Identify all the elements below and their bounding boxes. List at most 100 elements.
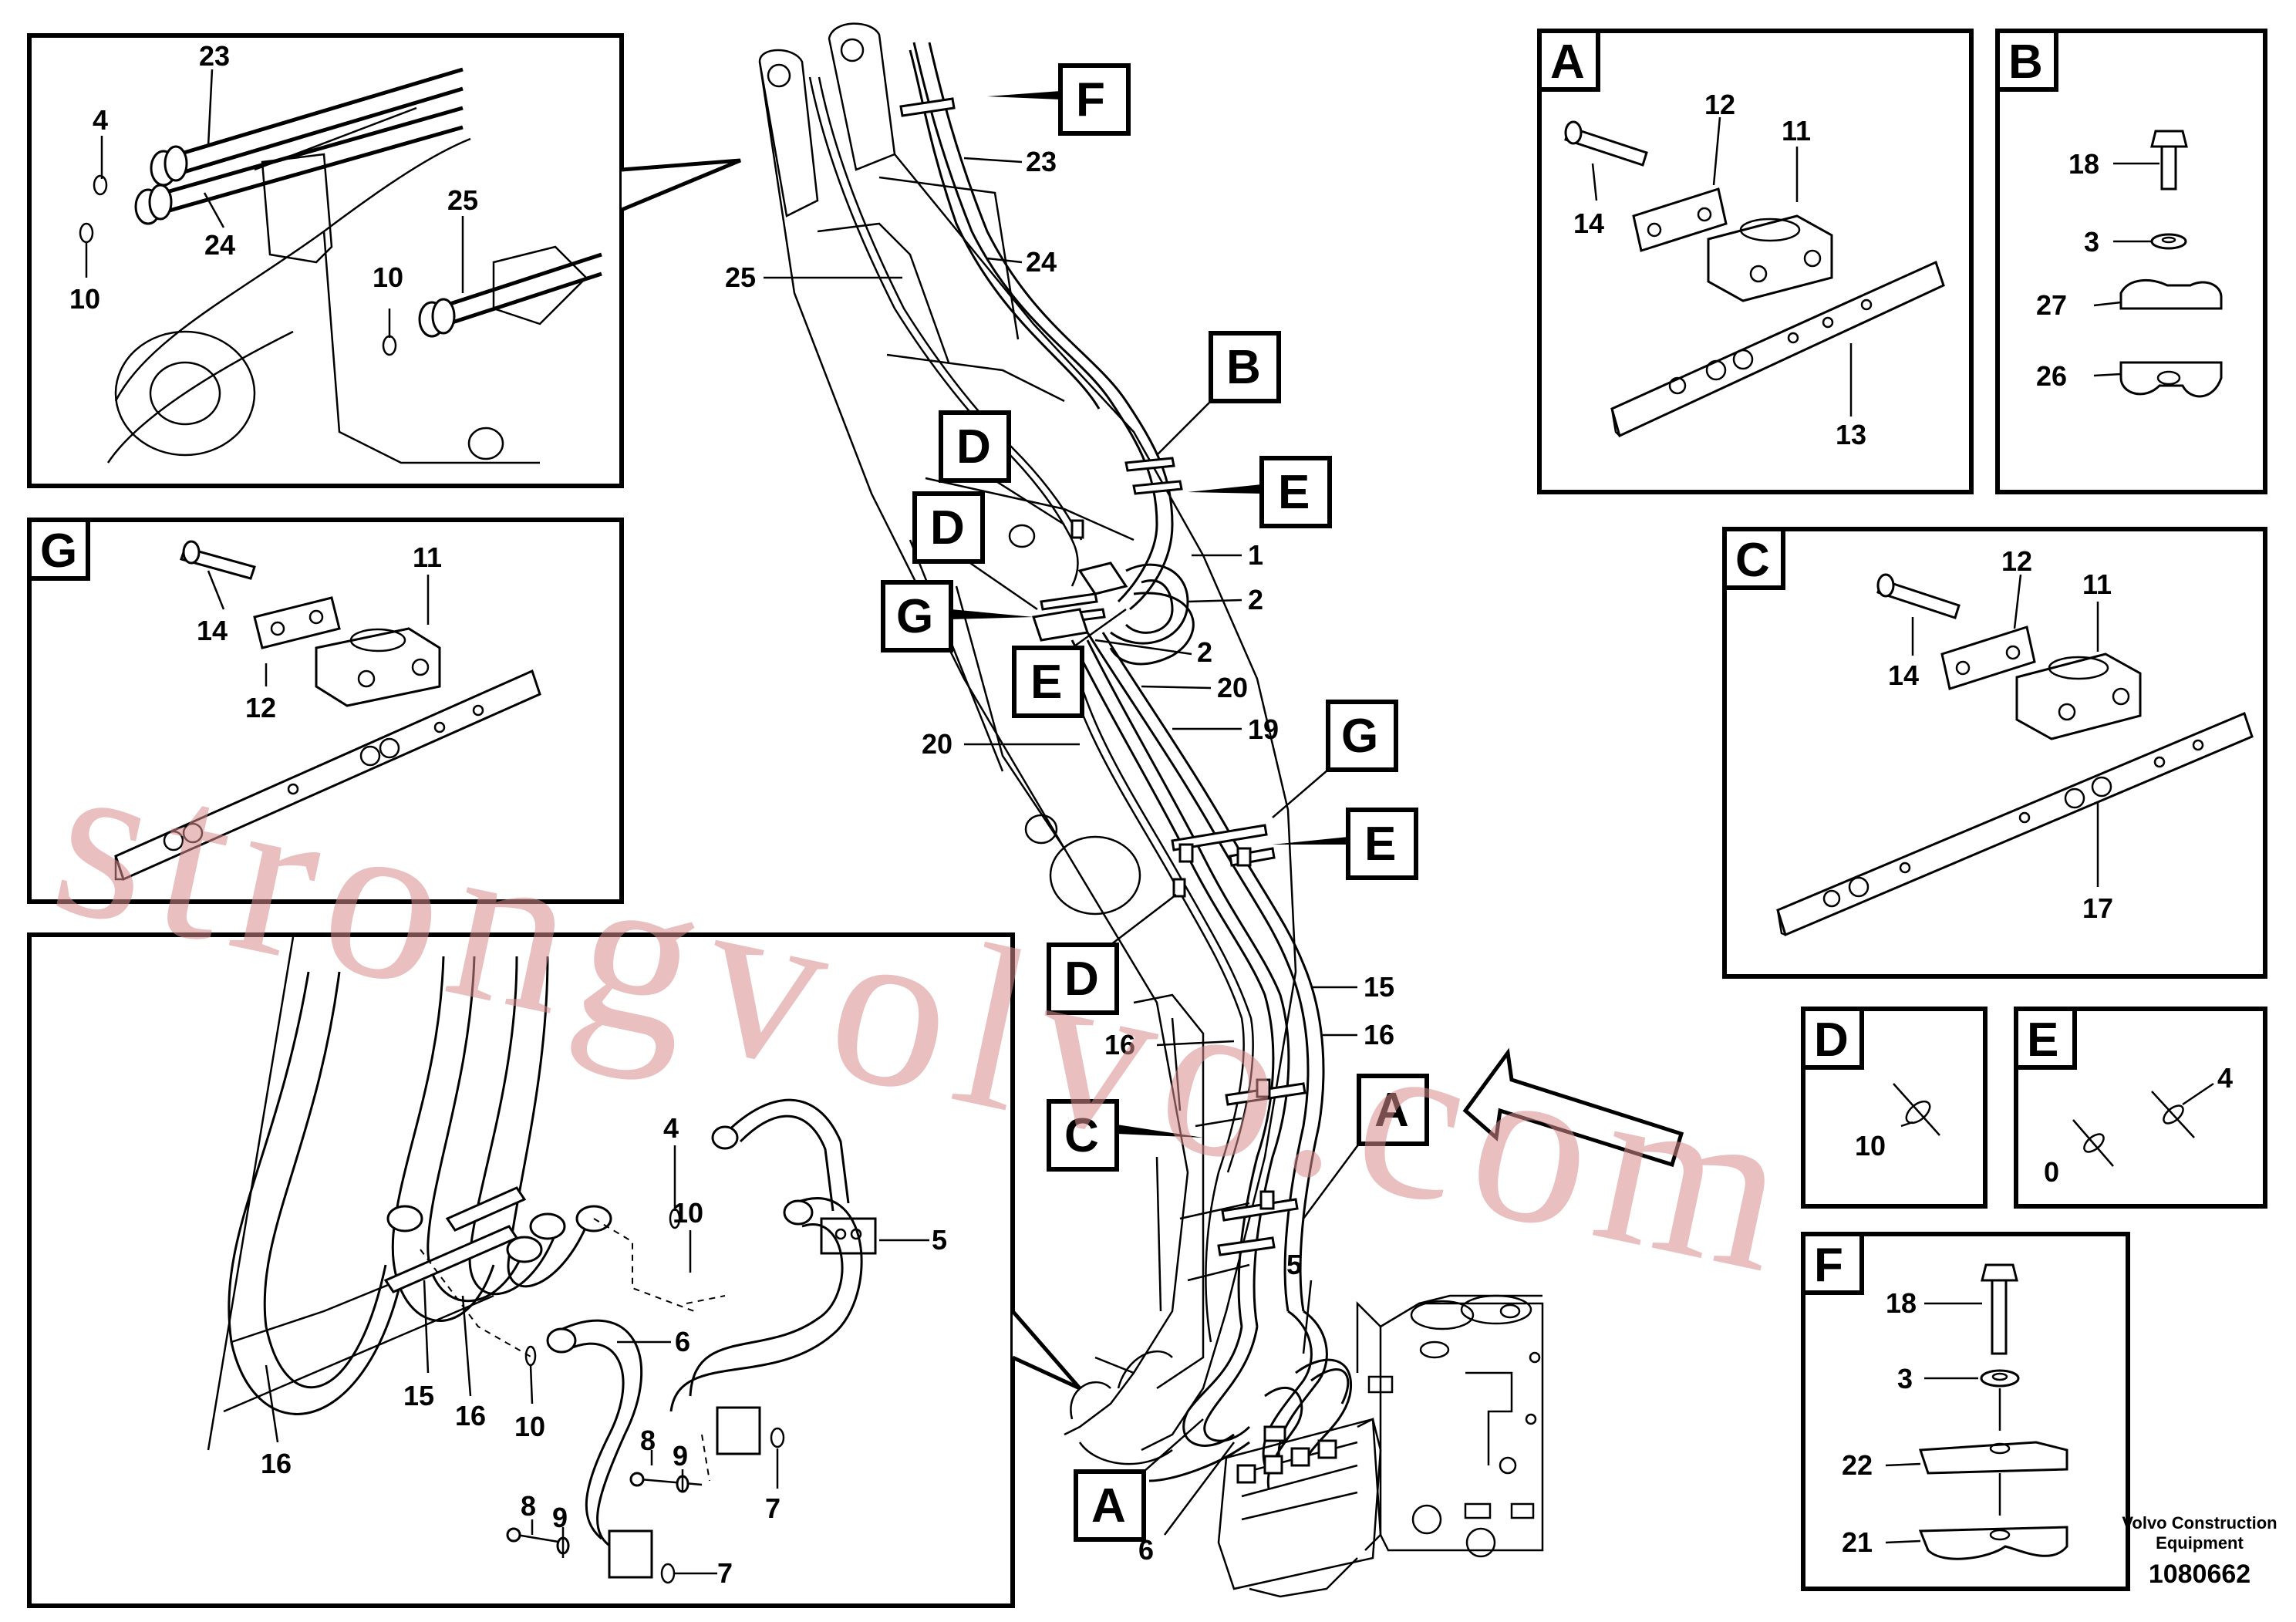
panel-a: A 12 11 14 13: [1537, 29, 1974, 494]
label-17: 17: [2082, 892, 2113, 924]
svg-text:D: D: [956, 420, 991, 474]
drawing-number: 1080662: [2149, 1560, 2250, 1589]
label-10: 10: [69, 283, 100, 315]
label-25: 25: [447, 184, 478, 216]
label-2: 2: [1197, 636, 1212, 668]
callout-e-upper: E: [1188, 456, 1332, 528]
label-4: 4: [663, 1112, 679, 1144]
label-24: 24: [204, 229, 235, 261]
callout-d-2: D: [912, 491, 1038, 611]
label-6: 6: [675, 1326, 690, 1357]
label-4: 4: [2217, 1062, 2233, 1094]
label-3: 3: [1897, 1363, 1913, 1394]
svg-text:A: A: [1091, 1479, 1126, 1533]
label-10: 10: [673, 1197, 703, 1229]
callout-f: F: [987, 63, 1131, 136]
panel-d: D 10: [1801, 1007, 1988, 1209]
label-18: 18: [2068, 148, 2099, 180]
label-14: 14: [1888, 659, 1919, 691]
callout-e-lower: E: [1273, 808, 1418, 880]
label-26: 26: [2036, 360, 2067, 392]
label-11: 11: [413, 541, 442, 573]
callout-d-3: D: [1047, 894, 1177, 1015]
panel-b-title: B: [2008, 35, 2043, 89]
label-10: 10: [514, 1411, 545, 1442]
label-3: 3: [2084, 226, 2099, 258]
svg-text:B: B: [1226, 341, 1261, 394]
label-27: 27: [2036, 289, 2067, 321]
label-9: 9: [552, 1502, 568, 1533]
label-0: 0: [2044, 1156, 2059, 1188]
panel-e: E 4 0: [2014, 1007, 2267, 1209]
label-19: 19: [1248, 713, 1279, 745]
panel-e-title: E: [2027, 1013, 2058, 1067]
label-10: 10: [373, 261, 403, 293]
label-8: 8: [640, 1425, 656, 1456]
label-23: 23: [1026, 146, 1057, 177]
label-22: 22: [1842, 1449, 1873, 1481]
label-12: 12: [2001, 545, 2032, 577]
label-13: 13: [1836, 419, 1866, 450]
svg-text:D: D: [930, 501, 965, 555]
label-14: 14: [1573, 207, 1604, 239]
control-valve: [1217, 1294, 1544, 1598]
label-5: 5: [932, 1224, 947, 1256]
panel-a-title: A: [1550, 35, 1585, 89]
callout-e-mid: E: [1012, 608, 1127, 718]
label-16: 16: [455, 1400, 486, 1431]
panel-bottom-left: 4 10 5 6 15 16 16 10 8 9 7 8 9 7: [27, 932, 1081, 1608]
company-line2: Equipment: [2156, 1533, 2244, 1553]
main-boom-assembly: F B E D D G E: [725, 22, 1684, 1598]
label-20: 20: [1217, 672, 1248, 703]
callout-g-lower: G: [1272, 700, 1398, 818]
svg-text:G: G: [1341, 710, 1378, 763]
label-23: 23: [199, 40, 230, 72]
callout-b: B: [1156, 331, 1281, 456]
company-line1: Volvo Construction: [2122, 1513, 2277, 1533]
label-14: 14: [197, 615, 228, 646]
callout-d-1: D: [939, 410, 1065, 526]
callout-c: C: [1047, 1099, 1203, 1172]
svg-text:D: D: [1064, 953, 1099, 1006]
label-16: 16: [261, 1448, 292, 1479]
label-16: 16: [1364, 1019, 1394, 1050]
panel-f: F 18 3 22 21: [1801, 1232, 2130, 1591]
svg-text:E: E: [1278, 466, 1310, 519]
label-15: 15: [403, 1380, 434, 1411]
label-15: 15: [1364, 971, 1394, 1003]
label-4: 4: [93, 104, 108, 136]
panel-d-title: D: [1814, 1013, 1849, 1067]
footer: Volvo Construction Equipment 1080662: [2122, 1513, 2277, 1589]
label-7: 7: [717, 1557, 733, 1589]
panel-c: C 12 11 14 17: [1722, 527, 2267, 979]
panel-f-title: F: [1814, 1239, 1843, 1292]
callout-a-lower: A: [1074, 1418, 1204, 1542]
panel-g: G 11 14 12: [27, 518, 624, 904]
label-12: 12: [245, 692, 276, 723]
panel-b: B 18 3 27 26: [1995, 29, 2267, 494]
svg-text:G: G: [896, 590, 933, 643]
svg-text:A: A: [1374, 1084, 1409, 1137]
label-11: 11: [2082, 568, 2112, 600]
clamp-f: [899, 97, 956, 117]
label-18: 18: [1886, 1287, 1917, 1319]
label-21: 21: [1842, 1526, 1873, 1558]
svg-text:E: E: [1030, 656, 1062, 709]
svg-text:C: C: [1064, 1109, 1099, 1162]
callout-g-upper: G: [881, 580, 1033, 653]
label-12: 12: [1704, 89, 1735, 120]
panel-g-title: G: [40, 524, 77, 578]
label-20: 20: [922, 728, 952, 760]
label-16: 16: [1104, 1029, 1135, 1061]
label-2: 2: [1248, 584, 1263, 615]
callout-a-upper: A: [1302, 1074, 1429, 1219]
label-11: 11: [1782, 115, 1811, 147]
label-10: 10: [1855, 1130, 1886, 1162]
label-5: 5: [1286, 1249, 1302, 1280]
label-24: 24: [1026, 246, 1057, 278]
label-8: 8: [521, 1490, 536, 1522]
label-7: 7: [765, 1492, 781, 1524]
svg-text:E: E: [1364, 818, 1396, 871]
